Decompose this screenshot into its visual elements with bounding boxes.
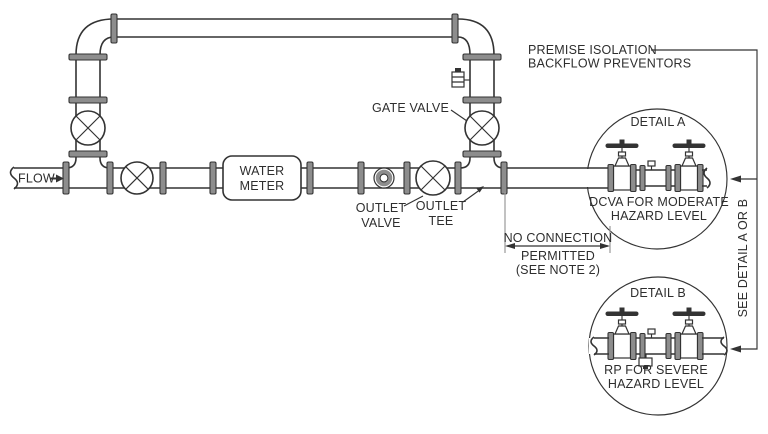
- detail-a-caption-line2: HAZARD LEVEL: [611, 209, 707, 223]
- gate-valve-leader: [450, 109, 468, 122]
- inlet-valve: [120, 161, 154, 195]
- no-connection-label-line3: (SEE NOTE 2): [516, 263, 600, 277]
- flange: [462, 150, 502, 158]
- pipe-flanges: [62, 13, 508, 195]
- outlet-valve-leader: [403, 195, 424, 207]
- relief-valve-port: [643, 366, 648, 369]
- stub-pipe: [594, 337, 724, 355]
- dimension-arrow-left: [505, 243, 515, 249]
- bypass-loop-pipe: [65, 18, 505, 169]
- premise-isolation-label-line1: PREMISE ISOLATION: [528, 43, 657, 57]
- detail-a-title: DETAIL A: [630, 115, 686, 129]
- outlet-tee-label-line2: TEE: [429, 214, 454, 228]
- flange: [454, 161, 462, 195]
- outlet-valve: [415, 160, 451, 196]
- flange: [403, 161, 411, 195]
- flange: [306, 161, 314, 195]
- outlet-tee-leader: [462, 190, 480, 203]
- flange: [68, 96, 108, 104]
- detail-b-caption-line1: RP FOR SEVERE: [604, 363, 708, 377]
- see-detail-label: SEE DETAIL A OR B: [736, 199, 750, 318]
- flange: [500, 161, 508, 195]
- no-connection-label-line2: PERMITTED: [521, 249, 595, 263]
- flow-label: FLOW: [18, 172, 55, 186]
- outlet-valve-label-line2: VALVE: [361, 216, 400, 230]
- water-meter-box: [222, 155, 302, 201]
- gate-valve-label: GATE VALVE: [372, 101, 449, 115]
- right-elbow: [457, 18, 495, 56]
- outlet-valve-label-line1: OUTLET: [356, 201, 407, 215]
- pipe-break: [703, 167, 711, 189]
- arrowhead-to-detail-b: [730, 345, 741, 353]
- flange: [159, 161, 167, 195]
- outlet-tee-leader-arrowhead: [476, 186, 484, 193]
- test-port-fitting: [373, 167, 395, 189]
- detail-b-title: DETAIL B: [630, 286, 686, 300]
- flange: [68, 150, 108, 158]
- top-run: [114, 18, 458, 38]
- flange: [462, 96, 502, 104]
- gate-valve: [464, 110, 500, 146]
- flange: [68, 53, 108, 61]
- no-connection-label-line1: NO CONNECTION: [504, 231, 613, 245]
- left-elbow: [75, 18, 115, 56]
- detail-a-caption-line1: DCVA FOR MODERATE: [589, 195, 729, 209]
- rp-assembly: [590, 308, 728, 369]
- outlet-tee-fillets: [459, 157, 505, 169]
- flange: [106, 161, 114, 195]
- flow-indicator: FLOW: [18, 172, 64, 186]
- no-connection-dimension: [504, 192, 611, 253]
- flange: [451, 13, 459, 44]
- outlet-tee-label-line1: OUTLET: [416, 199, 467, 213]
- premise-isolation-label-line2: BACKFLOW PREVENTORS: [528, 57, 691, 71]
- flange: [62, 161, 70, 195]
- flange: [462, 53, 502, 61]
- dimension-arrow-right: [600, 243, 610, 249]
- arrowhead-to-detail-a: [730, 175, 741, 183]
- extension-lines: [504, 192, 611, 253]
- flow-arrow-icon: [56, 174, 64, 183]
- callout-line: [651, 49, 758, 350]
- pipe-break: [590, 336, 728, 356]
- dcva-assembly: [606, 140, 711, 192]
- pipe-break: [9, 166, 19, 190]
- water-meter-label-line2: METER: [240, 179, 285, 193]
- flange: [110, 13, 118, 44]
- premise-isolation-bracket: [651, 49, 758, 353]
- flange: [357, 161, 365, 195]
- flange: [209, 161, 217, 195]
- tee-fillets: [65, 157, 111, 169]
- bypass-valve: [70, 110, 106, 146]
- detail-b-caption-line2: HAZARD LEVEL: [608, 377, 704, 391]
- water-meter-label-line1: WATER: [240, 164, 285, 178]
- test-cock: [451, 68, 470, 88]
